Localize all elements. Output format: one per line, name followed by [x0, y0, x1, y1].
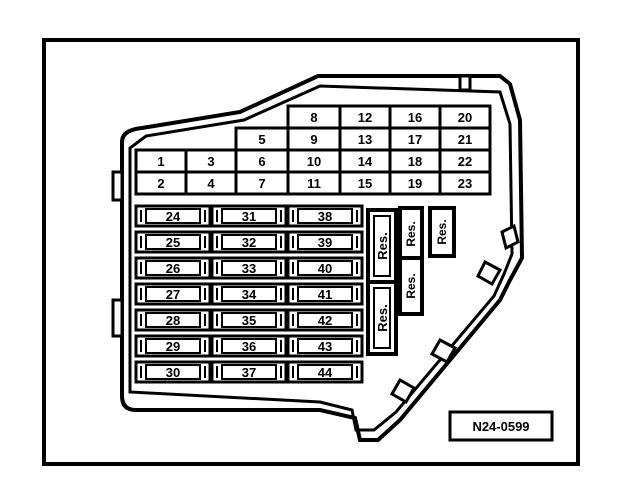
- relay-slot: Res.: [366, 208, 398, 284]
- fuse-number: 13: [358, 132, 372, 147]
- fuse-number: 18: [408, 154, 422, 169]
- blade-fuse-body: [221, 286, 277, 302]
- fuse-box-housing-inner: [128, 84, 514, 432]
- blade-fuse-number: 42: [318, 313, 332, 328]
- blade-fuse-number: 36: [242, 339, 256, 354]
- blade-fuse-body: [297, 286, 353, 302]
- blade-fuse-number: 30: [166, 365, 180, 380]
- blade-fuse-number: 26: [166, 261, 180, 276]
- housing-clip: [111, 170, 124, 202]
- relay-slot: Res.: [398, 206, 424, 262]
- blade-fuse-number: 34: [242, 287, 257, 302]
- fuse-number: 3: [207, 154, 214, 169]
- housing-clip: [111, 298, 124, 338]
- blade-fuse-body: [297, 260, 353, 276]
- relay-slot: Res.: [366, 280, 398, 356]
- blade-fuse-number: 40: [318, 261, 332, 276]
- fuse-number: 9: [310, 132, 317, 147]
- blade-fuse-grid: 24 25 26 27 28 29 30 31 32 33 34 35 36 37 38 39 40 41 42 43…: [134, 204, 364, 384]
- blade-fuse-number: 44: [318, 365, 333, 380]
- blade-fuse-body: [145, 312, 201, 328]
- relay-label: Res.: [404, 221, 418, 246]
- fuse-number: 23: [458, 176, 472, 191]
- relay-label: Res.: [404, 273, 418, 298]
- fuse-number: 21: [458, 132, 472, 147]
- blade-fuse-body: [221, 208, 277, 224]
- fuse-number: 2: [157, 176, 164, 191]
- fuse-number: 10: [307, 154, 321, 169]
- housing-clip: [389, 377, 417, 405]
- blade-fuse-body: [297, 312, 353, 328]
- relay-label: Res.: [435, 219, 449, 244]
- reference-code-box: [448, 410, 554, 442]
- relay-slot: Res.: [428, 206, 456, 258]
- fuse-number: 16: [408, 110, 422, 125]
- blade-fuse-number: 35: [242, 313, 256, 328]
- blade-fuse-number: 27: [166, 287, 180, 302]
- fuse-number: 17: [408, 132, 422, 147]
- reference-code: N24-0599: [472, 419, 529, 434]
- blade-fuse-body: [221, 338, 277, 354]
- blade-fuse-number: 41: [318, 287, 332, 302]
- blade-fuse-body: [221, 312, 277, 328]
- fuse-number: 22: [458, 154, 472, 169]
- fuse-number: 6: [258, 154, 265, 169]
- relay-label: Res.: [375, 304, 390, 331]
- blade-fuse-body: [297, 208, 353, 224]
- fuse-number: 12: [358, 110, 372, 125]
- blade-fuse-number: 37: [242, 365, 256, 380]
- housing-clip: [458, 74, 472, 92]
- fuse-number: 5: [258, 132, 265, 147]
- relay-label: Res.: [375, 232, 390, 259]
- blade-fuse-body: [145, 286, 201, 302]
- housing-clip: [500, 223, 520, 251]
- fuse-number: 8: [310, 110, 317, 125]
- fuse-number: 7: [258, 176, 265, 191]
- fuse-number: 4: [207, 176, 215, 191]
- blade-fuse-number: 43: [318, 339, 332, 354]
- blade-fuse-number: 31: [242, 209, 256, 224]
- blade-fuse-number: 33: [242, 261, 256, 276]
- fuse-number: 19: [408, 176, 422, 191]
- blade-fuse-body: [221, 364, 277, 380]
- housing-clip: [429, 337, 458, 365]
- blade-fuse-number: 29: [166, 339, 180, 354]
- blade-fuse-number: 25: [166, 235, 180, 250]
- blade-fuse-number: 24: [166, 209, 181, 224]
- blade-fuse-number: 39: [318, 235, 332, 250]
- fuse-box-housing: [120, 74, 525, 442]
- blade-fuse-body: [145, 208, 201, 224]
- fuse-number: 14: [358, 154, 373, 169]
- blade-fuse-body: [221, 234, 277, 250]
- fuse-cell: [438, 170, 492, 196]
- blade-fuse-body: [297, 364, 353, 380]
- relay-slot: Res.: [398, 256, 424, 316]
- blade-fuse-body: [145, 338, 201, 354]
- relay-group: Res. Res. Res. Res. Res.: [366, 206, 456, 356]
- fuse-number: 15: [358, 176, 372, 191]
- fuse-number: 11: [307, 176, 321, 191]
- blade-fuse-number: 38: [318, 209, 332, 224]
- fuse-number: 1: [157, 154, 164, 169]
- housing-clip: [476, 259, 503, 287]
- fuse-number: 20: [458, 110, 472, 125]
- blade-fuse-body: [145, 260, 201, 276]
- blade-fuse-body: [145, 364, 201, 380]
- blade-fuse-body: [297, 234, 353, 250]
- blade-fuse-body: [221, 260, 277, 276]
- blade-fuse-number: 32: [242, 235, 256, 250]
- blade-fuse-number: 28: [166, 313, 180, 328]
- blade-fuse-body: [145, 234, 201, 250]
- blade-fuse-body: [297, 338, 353, 354]
